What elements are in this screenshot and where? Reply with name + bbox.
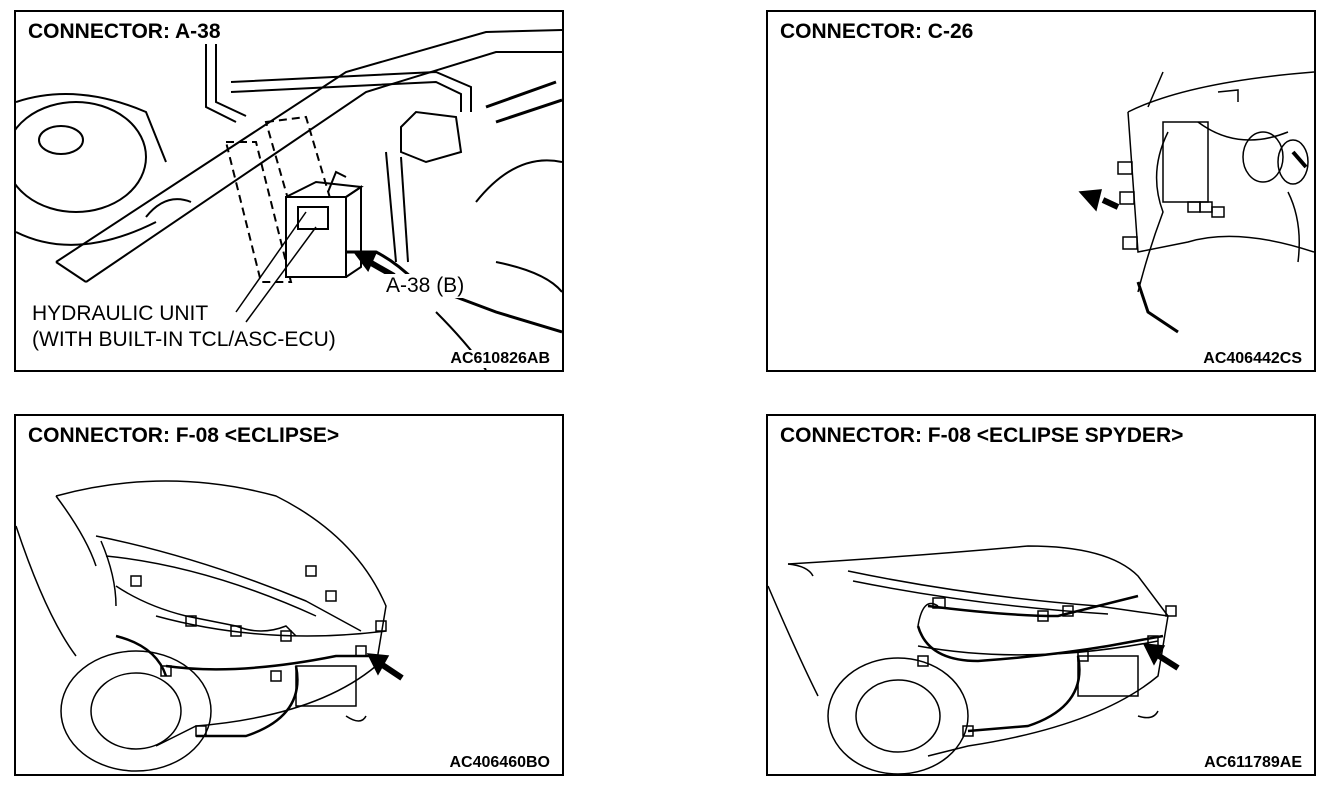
figure-code: AC406442CS — [1201, 350, 1304, 368]
panel-title: CONNECTOR: A-38 — [26, 20, 223, 44]
panel-title: CONNECTOR: F-08 <ECLIPSE SPYDER> — [778, 424, 1186, 448]
diagram-panel-f08-spyder: CONNECTOR: F-08 <ECLIPSE SPYDER> AC61178… — [766, 414, 1316, 776]
figure-code: AC610826AB — [448, 350, 552, 368]
dashboard-harness-illustration — [1078, 71, 1314, 334]
diagram-panel-c26: CONNECTOR: C-26 AC406442CS — [766, 10, 1316, 372]
connector-callout-label: A-38 (B) — [384, 274, 467, 298]
engine-bay-illustration — [16, 29, 562, 370]
figure-code: AC611789AE — [1202, 754, 1304, 772]
hydraulic-unit-label-line2: (WITH BUILT-IN TCL/ASC-ECU) — [32, 328, 336, 352]
panel-title: CONNECTOR: F-08 <ECLIPSE> — [26, 424, 342, 448]
rear-deck-harness-illustration — [768, 545, 1180, 774]
panel-title: CONNECTOR: C-26 — [778, 20, 976, 44]
rear-hatch-harness-illustration — [16, 480, 404, 772]
diagram-panel-f08-eclipse: CONNECTOR: F-08 <ECLIPSE> AC406460BO — [14, 414, 564, 776]
hydraulic-unit-label-line1: HYDRAULIC UNIT — [32, 302, 209, 326]
diagram-panel-a38: CONNECTOR: A-38 A-38 (B) HYDRAULIC UNIT … — [14, 10, 564, 372]
figure-code: AC406460BO — [447, 754, 552, 772]
